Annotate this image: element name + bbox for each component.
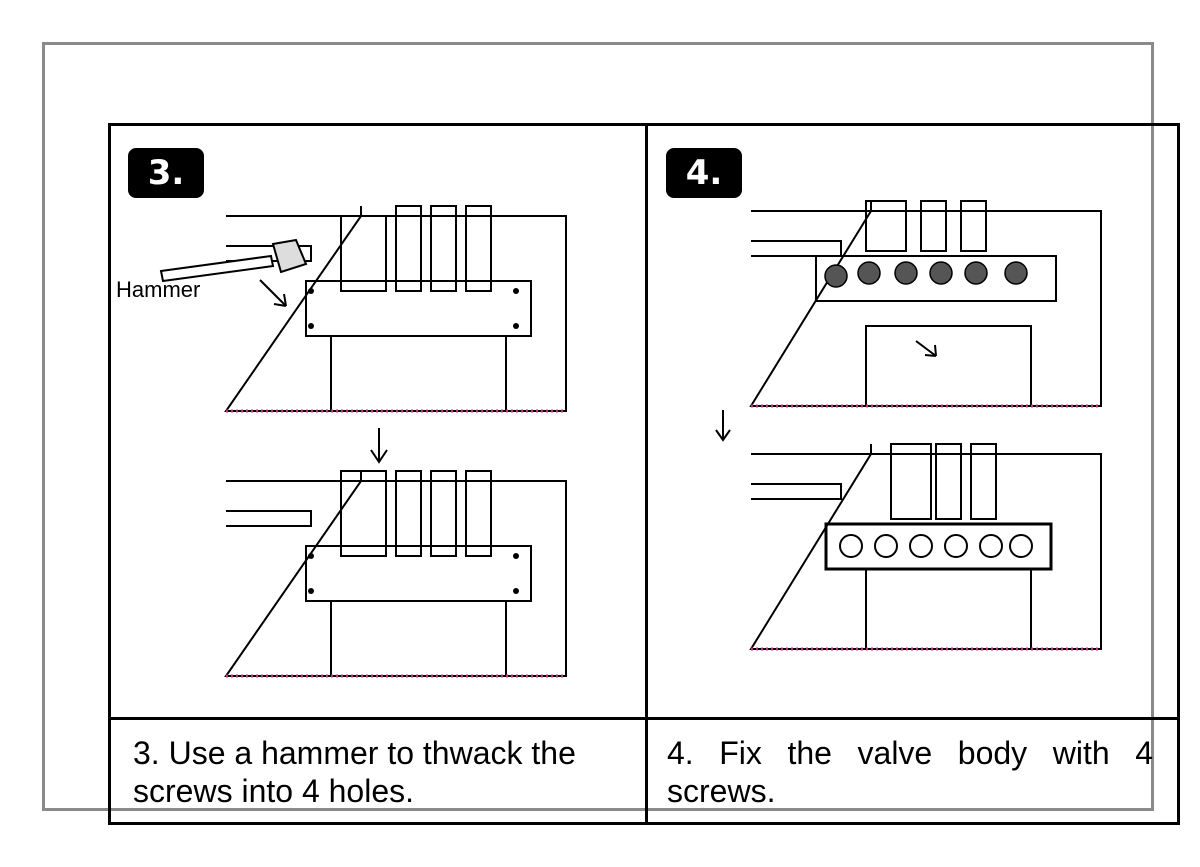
step-4-after-illustration [749, 443, 1102, 651]
hammer-label: Hammer [116, 277, 201, 302]
column-divider [645, 126, 648, 822]
instruction-frame: 3. Hammer [42, 42, 1180, 825]
row-divider [111, 717, 1177, 720]
step-4-caption: 4. Fix the valve body with 4 screws. [667, 735, 1153, 809]
arrow-down-icon [370, 428, 388, 464]
step-4-before-illustration [749, 200, 1102, 408]
step-3-badge: 3. [128, 148, 204, 198]
step-3-after-illustration [224, 470, 567, 678]
instruction-grid: 3. Hammer [108, 123, 1180, 825]
step-3-before-illustration [224, 205, 567, 413]
step-4-badge: 4. [666, 148, 742, 198]
hammer-icon [159, 238, 308, 283]
step-3-caption: 3. Use a hammer to thwack the screws int… [133, 735, 576, 809]
step-4-arrow-down-icon [715, 410, 731, 442]
arrow-down-right-icon [259, 279, 287, 307]
